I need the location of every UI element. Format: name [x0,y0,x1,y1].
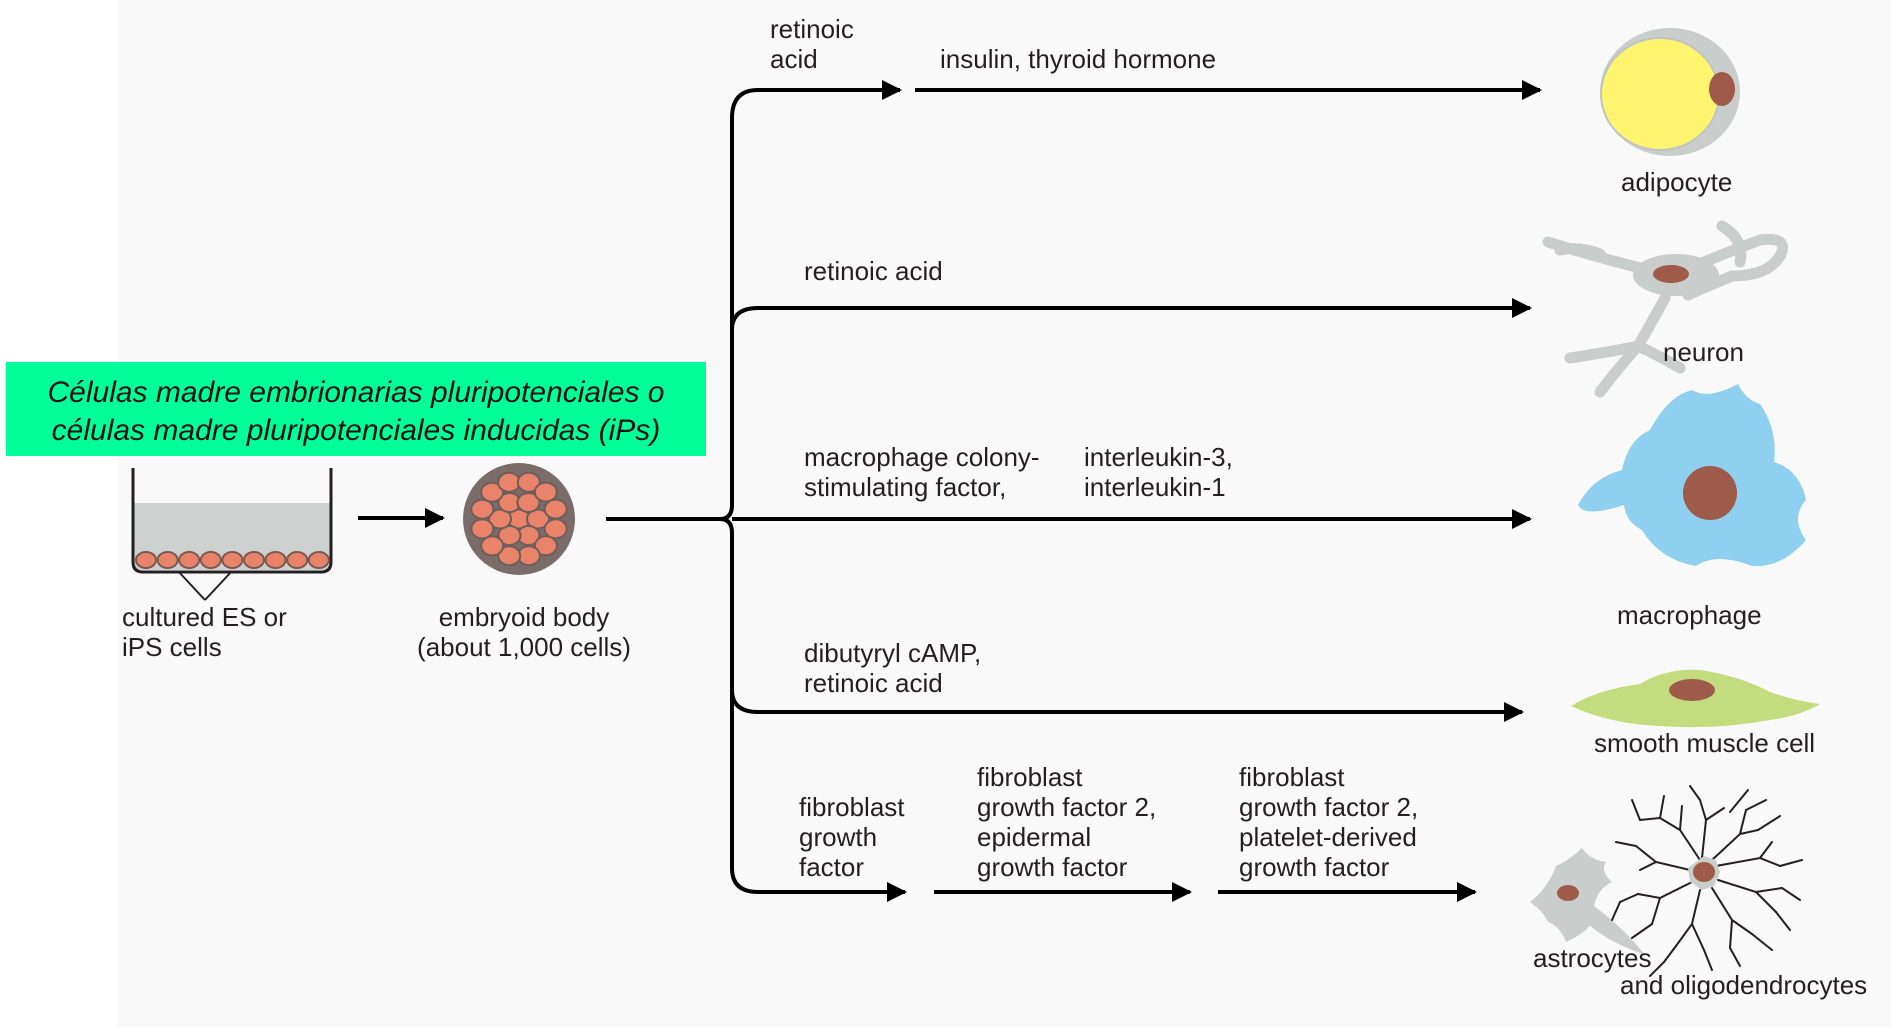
adipocyte-nucleus [1709,72,1735,106]
cell-label-neuron: neuron [1663,337,1744,367]
dish-cell [178,551,201,569]
branching-arrows [606,80,1542,902]
embryoid-cell [526,508,550,530]
branch-neuron [730,298,1532,331]
dish-cell [135,551,157,569]
embryoid-body-icon [463,463,575,575]
embryoid-cell [497,525,522,546]
label-dish: cultured ES or iPS cells [122,602,287,662]
factor-glia-3: fibroblast growth factor 2, platelet-der… [1239,762,1419,882]
dish-cell [221,551,244,569]
embryoid-cell [480,481,505,503]
factor-glia-2: fibroblast growth factor 2, epidermal gr… [977,762,1157,882]
embryoid-cell [480,535,505,557]
branch-smooth-muscle [730,689,1524,722]
dish-cell-layer [135,551,330,569]
dish-cell [307,551,330,569]
factor-macrophage-2: interleukin-3, interleukin-1 [1084,442,1233,502]
smooth-muscle-nucleus [1669,679,1715,701]
factor-glia-1: fibroblast growth factor [799,792,905,882]
adipocyte-icon [1600,28,1740,156]
embryoid-cell [497,545,522,567]
cell-label-adipocyte: adipocyte [1621,167,1733,197]
smooth-muscle-cell-icon [1571,669,1820,728]
dish-pointer-lines [177,570,233,601]
factor-macrophage-1: macrophage colony- stimulating factor, [804,442,1040,502]
embryoid-cell [488,508,512,530]
dish-cell [156,551,179,569]
neuron-nucleus [1653,265,1689,283]
factor-neuron-1: retinoic acid [804,256,943,286]
oligodendrocyte-nucleus [1693,862,1715,882]
astrocyte-nucleus [1557,885,1579,901]
embryoid-cell [533,535,558,557]
factor-adipocyte-1: retinoic acid [770,14,854,74]
culture-dish [131,468,333,601]
macrophage-nucleus [1683,466,1737,520]
overlay-note-line-1: Células madre embrionarias pluripotencia… [47,376,665,409]
overlay-note-line-2: células madre pluripotenciales inducidas… [51,414,661,447]
astrocyte-icon [1530,848,1644,954]
oligodendrocyte-icon [1611,785,1803,977]
embryoid-cell [470,498,495,520]
label-embryoid-body: embryoid body (about 1,000 cells) [417,602,631,662]
dish-cell [286,551,309,569]
embryoid-cell [516,471,541,493]
dish-cell [243,551,265,569]
cell-label-macrophage: macrophage [1617,600,1762,630]
dish-cell [264,551,287,569]
cell-label-oligodendrocytes: and oligodendrocytes [1620,970,1868,1000]
neuron-icon [1542,220,1788,398]
embryoid-cell [533,481,558,503]
diagram-panel [118,0,1891,1027]
cell-label-astrocytes: astrocytes [1533,943,1652,973]
factor-adipocyte-2: insulin, thyroid hormone [940,44,1217,74]
embryoid-cell [543,498,568,520]
embryoid-cell [516,492,541,513]
spine-top [719,88,759,521]
overlay-note-box: Células madre embrionarias pluripotencia… [6,362,706,456]
cell-label-smooth-muscle: smooth muscle cell [1594,728,1816,758]
embryoid-cell [470,518,495,540]
macrophage-icon [1578,384,1806,567]
factor-smooth-muscle-1: dibutyryl cAMP, retinoic acid [804,638,982,698]
dish-cell [199,551,222,569]
